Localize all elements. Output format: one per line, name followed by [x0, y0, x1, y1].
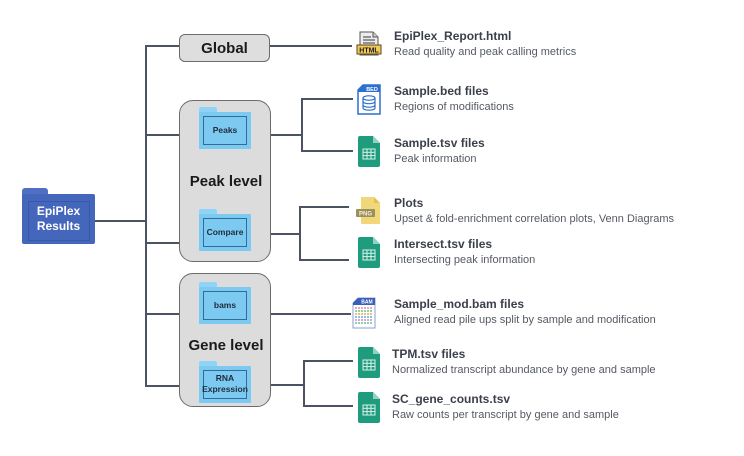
connector-global-report: [270, 45, 352, 47]
file-description: Aligned read pile ups split by sample an…: [394, 314, 656, 326]
folder-rna-label-line1: RNA: [215, 373, 235, 383]
folder-icon: [199, 209, 217, 217]
svg-text:PNG: PNG: [359, 212, 372, 218]
folder-rna-expression[interactable]: RNA Expression: [199, 361, 251, 403]
connector-to-peaks: [145, 134, 200, 136]
folder-icon: [199, 282, 217, 290]
connector-main-trunk: [145, 45, 147, 387]
svg-text:BAM: BAM: [361, 300, 372, 306]
connector-to-rna: [145, 385, 200, 387]
connector-to-bams: [145, 313, 200, 315]
file-title: EpiPlex_Report.html: [394, 29, 512, 43]
spreadsheet-file-icon: [358, 136, 380, 167]
file-description: Raw counts per transcript by gene and sa…: [392, 409, 619, 421]
connector-compare-out: [251, 233, 301, 235]
connector-to-counts: [303, 405, 353, 407]
folder-icon: [199, 107, 217, 115]
peak-level-group: Peaks Peak level Compare: [179, 100, 271, 262]
connector-to-intersect: [299, 259, 349, 261]
connector-rna-out: [251, 384, 305, 386]
png-file-icon: PNG: [356, 197, 380, 224]
folder-rna-label-line2: Expression: [202, 384, 248, 394]
svg-text:BED: BED: [366, 87, 378, 93]
connector-to-compare: [145, 242, 200, 244]
file-title: Sample.bed files: [394, 84, 489, 98]
global-node[interactable]: Global: [179, 34, 270, 62]
folder-bams[interactable]: bams: [199, 282, 251, 324]
file-title: SC_gene_counts.tsv: [392, 392, 511, 406]
file-title: Intersect.tsv files: [394, 237, 493, 251]
spreadsheet-file-icon: [358, 347, 380, 378]
file-title: Plots: [394, 196, 424, 210]
spreadsheet-file-icon: [358, 237, 380, 268]
peak-level-label: Peak level: [189, 173, 263, 190]
folder-bams-label: bams: [213, 300, 237, 310]
connector-to-tpm: [303, 360, 353, 362]
html-file-icon: HTML: [356, 31, 382, 56]
folder-peaks-label: Peaks: [212, 125, 238, 135]
svg-text:HTML: HTML: [359, 48, 379, 55]
file-title: Sample.tsv files: [394, 136, 485, 150]
connector-to-bed: [301, 98, 353, 100]
connector-to-plots: [299, 206, 349, 208]
folder-icon: EpiPlex Results: [22, 194, 95, 244]
folder-compare[interactable]: Compare: [199, 209, 251, 251]
root-folder-epiplex-results[interactable]: EpiPlex Results: [22, 188, 95, 244]
root-folder-label-line1: EpiPlex: [36, 204, 81, 218]
file-description: Peak information: [394, 153, 477, 165]
file-title: TPM.tsv files: [392, 347, 466, 361]
file-description: Normalized transcript abundance by gene …: [392, 364, 656, 376]
file-title: Sample_mod.bam files: [394, 297, 525, 311]
folder-peaks[interactable]: Peaks: [199, 107, 251, 149]
connector-to-global: [145, 45, 180, 47]
file-description: Intersecting peak information: [394, 254, 536, 266]
file-description: Read quality and peak calling metrics: [394, 46, 577, 58]
connector-compare-branch: [299, 206, 301, 261]
folder-icon: [199, 361, 217, 369]
file-description: Regions of modifications: [394, 101, 514, 113]
spreadsheet-file-icon: [358, 392, 380, 423]
folder-compare-label: Compare: [206, 227, 244, 237]
connector-bams-bam: [251, 313, 351, 315]
gene-level-label: Gene level: [188, 337, 264, 354]
connector-peaks-out: [251, 134, 303, 136]
root-folder-label-line2: Results: [36, 219, 81, 233]
bam-file-icon: BAM: [352, 297, 376, 329]
gene-level-group: bams Gene level RNA Expression: [179, 273, 271, 407]
folder-icon-tab: [22, 188, 48, 198]
connector-peaks-branch: [301, 98, 303, 151]
connector-root: [95, 220, 146, 222]
bed-file-icon: BED: [357, 84, 381, 115]
connector-to-sample-tsv: [301, 150, 353, 152]
connector-rna-branch: [303, 360, 305, 407]
file-description: Upset & fold-enrichment correlation plot…: [394, 213, 675, 225]
